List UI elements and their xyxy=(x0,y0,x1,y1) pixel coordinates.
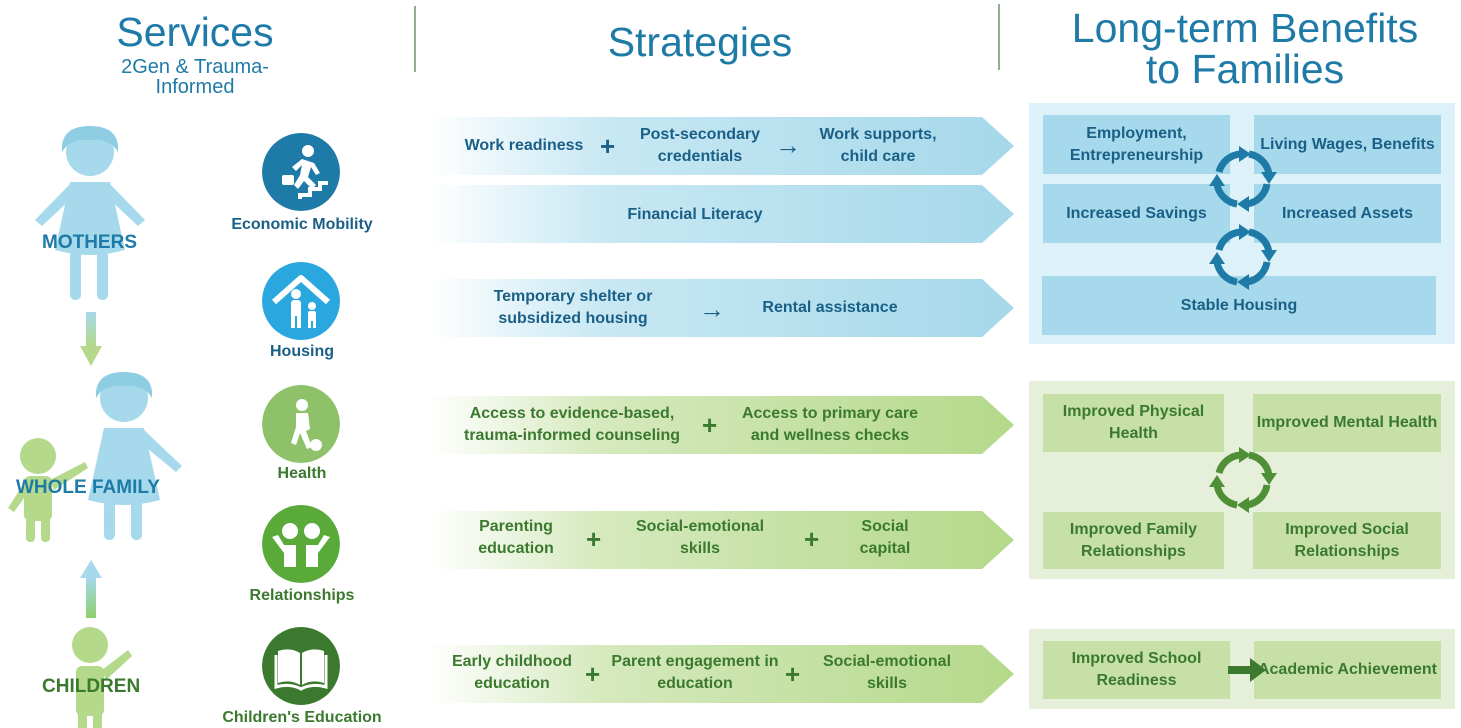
right-arrow-icon xyxy=(1228,658,1266,682)
climbing-stairs-icon xyxy=(262,133,340,211)
mothers-label: MOTHERS xyxy=(42,232,137,253)
plus-icon: + xyxy=(586,524,602,554)
benefit-school-readiness: Improved School Readiness xyxy=(1043,641,1230,699)
plus-icon: + xyxy=(785,659,801,689)
right-arrow-icon: → xyxy=(775,130,801,160)
service-health-label: Health xyxy=(277,465,327,482)
benefit-mental-health: Improved Mental Health xyxy=(1253,394,1441,452)
soccer-icon xyxy=(262,385,340,463)
down-arrow-icon xyxy=(80,312,102,366)
strategy-arrow-education xyxy=(428,645,1014,703)
strategy-arrow-economic-1 xyxy=(428,117,1014,175)
strategy-social-emotional-skills: Social-emotional skills xyxy=(635,518,765,557)
strategy-parenting-education: Parenting education xyxy=(478,518,554,557)
strategy-work-readiness: Work readiness xyxy=(464,137,584,154)
strategy-rental-assistance: Rental assistance xyxy=(762,299,898,316)
whole-family-label: WHOLE FAMILY xyxy=(16,477,160,498)
benefit-savings: Increased Savings xyxy=(1043,184,1230,243)
open-book-icon xyxy=(262,627,340,705)
strategy-post-secondary: Post-secondary credentials xyxy=(639,126,761,165)
people-figures xyxy=(8,126,182,728)
strategy-counseling: Access to evidence-based, trauma-informe… xyxy=(463,405,681,444)
benefits-title-line1: Long-term Benefits xyxy=(1071,5,1419,51)
service-relationships-label: Relationships xyxy=(249,587,355,604)
strategy-social-capital: Social capital xyxy=(859,518,911,557)
up-arrow-icon xyxy=(80,560,102,618)
service-housing-label: Housing xyxy=(270,343,334,360)
services-header: Services 2Gen & Trauma-Informed xyxy=(95,9,295,98)
service-childrens-education-label: Children's Education xyxy=(222,709,382,726)
benefits-header: Long-term Benefits to Families xyxy=(1050,8,1440,90)
benefit-social-relationships: Improved Social Relationships xyxy=(1253,512,1441,569)
strategy-arrow-housing xyxy=(428,279,1014,337)
benefit-stable-housing: Stable Housing xyxy=(1042,276,1436,335)
strategy-arrow-health xyxy=(428,396,1014,454)
divider-right xyxy=(998,4,1000,70)
children-label: CHILDREN xyxy=(42,676,141,697)
mother-figure-icon xyxy=(35,126,145,300)
plus-icon: + xyxy=(600,131,616,161)
house-family-icon xyxy=(262,262,340,340)
strategy-temporary-shelter: Temporary shelter or subsidized housing xyxy=(493,288,653,327)
divider-left xyxy=(414,6,416,72)
services-title: Services xyxy=(116,9,274,55)
cycle-arrows-icon xyxy=(1209,146,1277,290)
plus-icon: + xyxy=(702,410,718,440)
right-arrow-icon: → xyxy=(699,294,725,324)
child-figure-icon xyxy=(72,627,132,728)
plus-icon: + xyxy=(804,524,820,554)
strategy-arrow-economic-2 xyxy=(428,185,1014,243)
strategy-social-emotional-skills-2: Social-emotional skills xyxy=(822,653,952,692)
benefit-assets: Increased Assets xyxy=(1254,184,1441,243)
cycle-arrows-icon xyxy=(1209,447,1277,513)
services-subtitle: 2Gen & Trauma-Informed xyxy=(121,56,269,98)
benefit-employment: Employment, Entrepreneurship xyxy=(1043,115,1230,174)
strategy-parent-engagement: Parent engagement in education xyxy=(611,653,779,692)
benefit-academic-achievement: Academic Achievement xyxy=(1254,641,1441,699)
strategy-financial-literacy: Financial Literacy xyxy=(627,206,763,223)
benefit-living-wages: Living Wages, Benefits xyxy=(1254,115,1441,174)
plus-icon: + xyxy=(585,659,601,689)
benefit-family-relationships: Improved Family Relationships xyxy=(1043,512,1224,569)
benefits-title-line2: to Families xyxy=(1145,46,1345,92)
benefit-physical-health: Improved Physical Health xyxy=(1043,394,1224,452)
strategy-work-supports: Work supports, child care xyxy=(819,126,937,165)
strategy-primary-care: Access to primary care and wellness chec… xyxy=(741,405,919,444)
two-people-hug-icon xyxy=(262,505,340,583)
strategy-early-childhood: Early childhood education xyxy=(451,653,572,692)
service-economic-mobility-label: Economic Mobility xyxy=(231,216,373,233)
whole-family-figure-icon xyxy=(8,372,182,542)
strategies-title: Strategies xyxy=(607,19,793,65)
strategy-arrow-relationships xyxy=(428,511,1014,569)
